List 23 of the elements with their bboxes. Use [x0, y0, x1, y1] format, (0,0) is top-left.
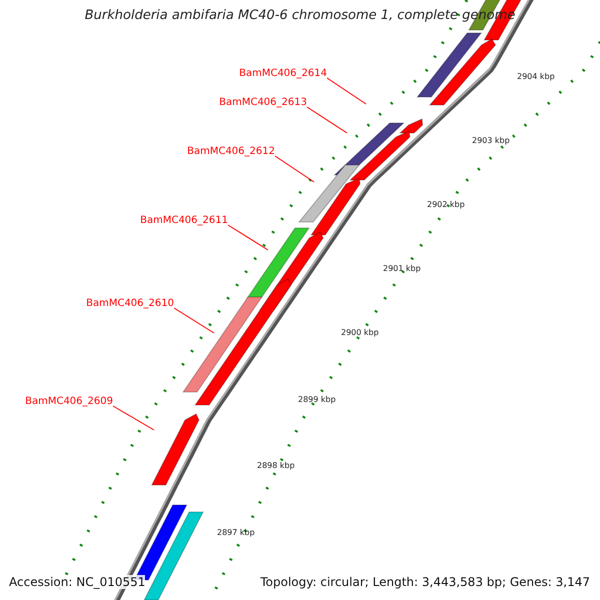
gene-label: BamMC406_2612	[187, 146, 275, 158]
tick-label: 2903 kbp	[472, 136, 510, 146]
tick-label: 2901 kbp	[383, 264, 421, 274]
tick-label: 2902 kbp	[427, 200, 465, 210]
gene-label: BamMC406_2611	[140, 215, 228, 227]
tick-label: 2897 kbp	[217, 528, 255, 538]
leader-line	[306, 106, 348, 134]
tick-label: 2898 kbp	[257, 461, 295, 471]
leader-line	[274, 156, 314, 182]
leader-line	[112, 406, 154, 430]
leader-line	[228, 224, 268, 250]
gene-label: BamMC406_2613	[219, 97, 307, 109]
tick-label: 2900 kbp	[341, 328, 379, 338]
gene-label: BamMC406_2609	[25, 396, 113, 408]
leader-line	[174, 308, 214, 334]
tick-label: 2904 kbp	[517, 72, 555, 82]
leader-line	[326, 78, 366, 104]
genome-info-text: Topology: circular; Length: 3,443,583 bp; Genes: 3,147	[260, 575, 590, 589]
gene-label: BamMC406_2614	[239, 68, 327, 80]
accession-text: Accession: NC_010551	[9, 575, 146, 589]
gene-label: BamMC406_2610	[86, 298, 174, 310]
title: Burkholderia ambifaria MC40-6 chromosome 1, complete genome	[84, 8, 516, 24]
tick-label: 2899 kbp	[298, 395, 336, 405]
